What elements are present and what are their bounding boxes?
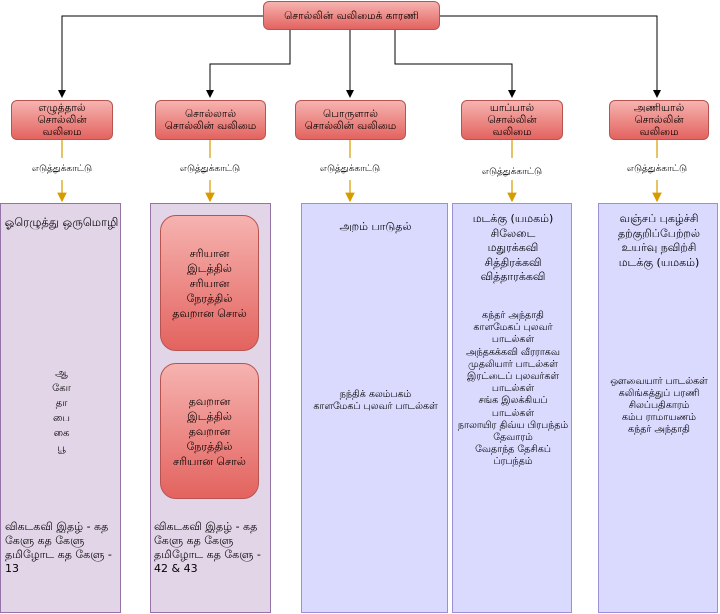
example-works: நந்திக் கலம்பகம் காளமேகப் புலவர் பாடல்கள…: [313, 389, 438, 412]
branch-node-meaning: பொருளால் சொல்லின் வலிமை: [295, 100, 406, 140]
branch-node-figure: அணியால் சொல்லின் வலிமை: [609, 100, 709, 140]
example-works: ஔவையார் பாடல்கள் கலிங்கத்துப் பரணி சிலப்…: [610, 376, 708, 435]
branch-label: யாப்பால் சொல்லின் வலிமை: [487, 102, 537, 138]
column-title: அறம் பாடுதல்: [339, 220, 412, 233]
column-title: மடக்கு (யமகம்) சிலேடை மதுரக்கவி சித்திரக…: [472, 212, 554, 283]
column-prosody-examples: மடக்கு (யமகம்) சிலேடை மதுரக்கவி சித்திரக…: [452, 203, 572, 613]
column-letter-examples: ஓரெழுத்து ஒருமொழி ஆ கோ தா பை கை பூ விகடக…: [0, 203, 121, 613]
example-label: எடுத்துக்காட்டு: [31, 164, 93, 174]
branch-label: பொருளால் சொல்லின் வலிமை: [304, 108, 397, 132]
example-label: எடுத்துக்காட்டு: [626, 164, 688, 174]
example-label: எடுத்துக்காட்டு: [179, 164, 241, 174]
example-label: எடுத்துக்காட்டு: [319, 164, 381, 174]
branch-label: அணியால் சொல்லின் வலிமை: [633, 102, 685, 138]
column-figure-examples: வஞ்சப் புகழ்ச்சி தற்குறிப்பேற்றல் உயர்வு…: [598, 203, 718, 613]
branch-node-word: சொல்லால் சொல்லின் வலிமை: [155, 100, 266, 140]
letter-words-list: ஆ கோ தா பை கை பூ: [52, 368, 71, 454]
branch-label: சொல்லால் சொல்லின் வலிமை: [164, 108, 257, 132]
branch-label: எழுத்தால் சொல்லின் வலிமை: [37, 102, 87, 138]
branch-node-letter: எழுத்தால் சொல்லின் வலிமை: [11, 100, 113, 140]
reference-text: விகடகவி இதழ் - கத கேளு கத கேளு தமிழோட கத…: [5, 520, 112, 575]
column-title: வஞ்சப் புகழ்ச்சி தற்குறிப்பேற்றல் உயர்வு…: [617, 212, 701, 269]
example-label: எடுத்துக்காட்டு: [481, 167, 543, 177]
column-meaning-examples: அறம் பாடுதல் நந்திக் கலம்பகம் காளமேகப் ப…: [301, 203, 448, 613]
root-node: சொல்லின் வலிமைக் காரணி: [263, 1, 440, 30]
column-title: ஓரெழுத்து ஒருமொழி: [4, 215, 119, 229]
example-works: கந்தர் அந்தாதி காளமேகப் புலவர் பாடல்கள் …: [457, 310, 569, 468]
root-label: சொல்லின் வலிமைக் காரணி: [284, 9, 419, 22]
branch-node-prosody: யாப்பால் சொல்லின் வலிமை: [461, 100, 563, 140]
right-word-box: தவறான இடத்தில் தவறான நேரத்தில் சரியான சொ…: [160, 363, 259, 499]
wrong-word-box: சரியான இடத்தில் சரியான நேரத்தில் தவறான ச…: [160, 215, 259, 351]
reference-text: விகடகவி இதழ் - கத கேளு கத கேளு தமிழோட கத…: [154, 520, 261, 575]
column-word-examples: சரியான இடத்தில் சரியான நேரத்தில் தவறான ச…: [150, 203, 271, 613]
